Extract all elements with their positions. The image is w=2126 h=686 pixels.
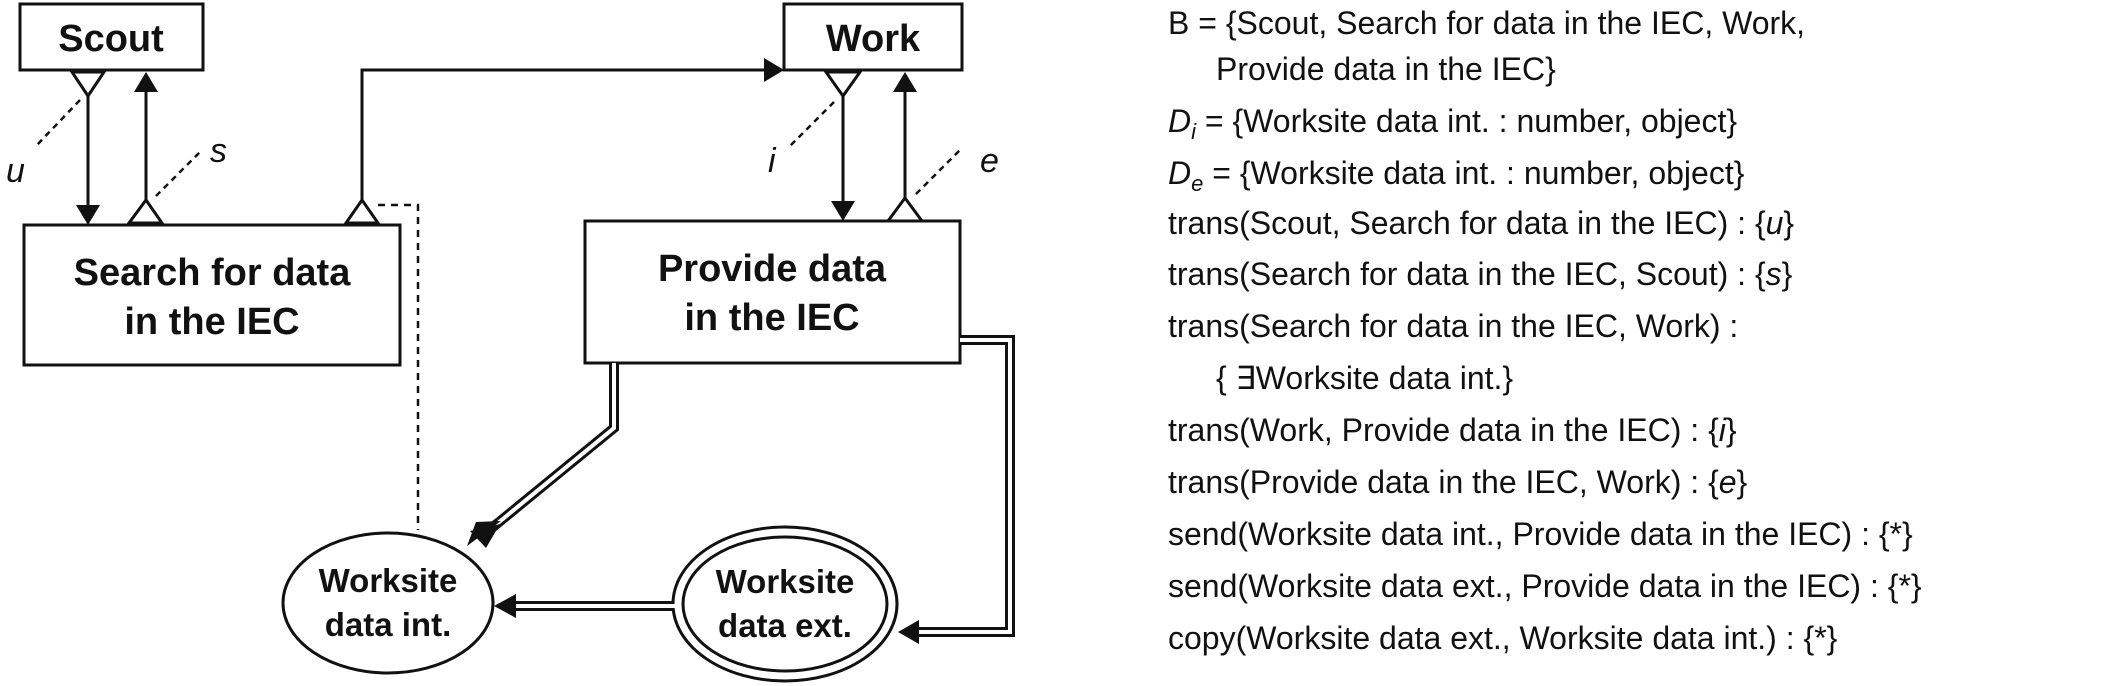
formula-copy: copy(Worksite data ext., Worksite data i… <box>1168 620 1838 656</box>
formula-t1-var: u <box>1765 205 1784 241</box>
send-worksite-int-link <box>467 363 619 548</box>
formula-t1-close: } <box>1783 205 1795 241</box>
provide-label-line1: Provide data <box>658 248 887 290</box>
formula-t2-close: } <box>1781 256 1793 292</box>
formula-send-int: send(Worksite data int., Provide data in… <box>1168 516 1913 552</box>
worksite-ext-line2: data ext. <box>718 607 852 644</box>
formula-b-line1: B = {Scout, Search for data in the IEC, … <box>1168 5 1806 41</box>
formula-di: Di = {Worksite data int. : number, objec… <box>1168 101 1738 144</box>
worksite-ext-ellipse <box>671 525 899 683</box>
formula-t1-pre: trans(Scout, Search for data in the IEC)… <box>1168 205 1766 241</box>
worksite-ext-inner-ellipse <box>681 535 889 673</box>
formula-t5-close: } <box>1736 464 1748 500</box>
formula-t4-pre: trans(Work, Provide data in the IEC) : { <box>1168 412 1719 448</box>
state-diagram: Scout Work Search for data in the IEC Pr… <box>6 2 1015 683</box>
formula-t4-close: } <box>1725 412 1737 448</box>
scout-label: Scout <box>58 18 164 60</box>
search-label-line2: in the IEC <box>124 301 299 343</box>
transition-s <box>126 72 201 225</box>
work-label: Work <box>826 18 921 60</box>
formula-trans-search-work: trans(Search for data in the IEC, Work) … <box>1168 308 1739 344</box>
formula-trans-scout-search: trans(Scout, Search for data in the IEC)… <box>1168 203 1794 243</box>
formula-trans-search-work-condition: { ∃Worksite data int.} <box>1216 360 1514 396</box>
formula-t4-var: i <box>1718 412 1726 448</box>
formula-di-rest: = {Worksite data int. : number, object} <box>1196 103 1738 139</box>
formula-trans-work-provide: trans(Work, Provide data in the IEC) : {… <box>1168 410 1737 450</box>
formula-de-sub: e <box>1191 171 1204 196</box>
provide-box <box>583 219 962 365</box>
transition-search-to-work <box>343 58 784 530</box>
formula-de-letter: D <box>1168 155 1192 191</box>
work-box <box>782 2 964 72</box>
formula-trans-provide-work: trans(Provide data in the IEC, Work) : {… <box>1168 462 1747 502</box>
formula-t2-pre: trans(Search for data in the IEC, Scout)… <box>1168 256 1766 292</box>
transition-label-i: i <box>768 142 777 180</box>
transition-label-s: s <box>210 132 227 170</box>
formula-b-line2: Provide data in the IEC} <box>1216 51 1556 87</box>
formula-di-sub: i <box>1191 119 1196 144</box>
formula-trans-search-scout: trans(Search for data in the IEC, Scout)… <box>1168 254 1792 294</box>
copy-ext-to-int-link <box>494 594 675 618</box>
transition-e <box>885 72 961 223</box>
transition-label-e: e <box>980 142 999 180</box>
provide-label-line2: in the IEC <box>684 297 859 339</box>
search-label-line1: Search for data <box>74 252 352 294</box>
scout-box <box>18 2 205 72</box>
formula-t2-var: s <box>1765 256 1782 292</box>
send-worksite-ext-link <box>898 335 1015 644</box>
search-box <box>22 223 402 367</box>
formula-send-ext: send(Worksite data ext., Provide data in… <box>1168 568 1922 604</box>
transition-u <box>35 70 107 225</box>
transition-i <box>789 70 863 221</box>
transition-label-u: u <box>6 152 25 190</box>
worksite-int-line1: Worksite <box>319 562 458 599</box>
worksite-int-ellipse <box>281 531 495 675</box>
formula-t5-var: e <box>1718 464 1737 500</box>
formula-t5-pre: trans(Provide data in the IEC, Work) : { <box>1168 464 1719 500</box>
formula-di-letter: D <box>1168 103 1192 139</box>
formula-de-rest: = {Worksite data int. : number, object} <box>1203 155 1745 191</box>
worksite-ext-line1: Worksite <box>716 563 855 600</box>
formula-de: De = {Worksite data int. : number, objec… <box>1168 153 1745 196</box>
worksite-int-line2: data int. <box>325 606 452 643</box>
